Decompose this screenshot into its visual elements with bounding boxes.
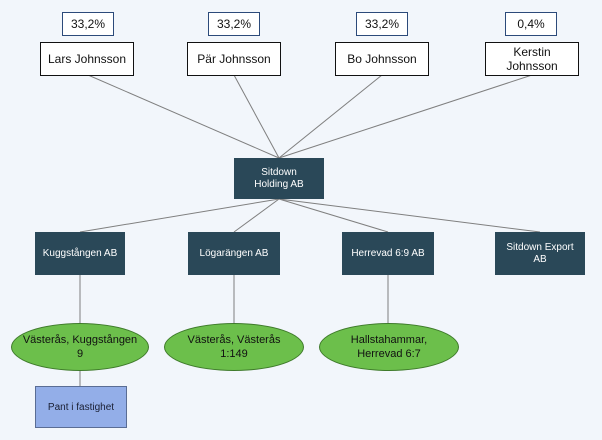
connector-owner-4: [278, 74, 533, 159]
owner-box-3: Bo Johnsson: [335, 42, 429, 76]
property-3: Hallstahammar, Herrevad 6:7: [319, 323, 459, 371]
pledge-box: Pant i fastighet: [35, 386, 127, 428]
connector-sub-4: [278, 198, 541, 233]
subsidiary-3: Herrevad 6:9 AB: [342, 232, 434, 275]
property-2: Västerås, Västerås 1:149: [164, 323, 304, 371]
owner-box-1: Lars Johnsson: [40, 42, 134, 76]
owner-box-2: Pär Johnsson: [187, 42, 281, 76]
connector-owner-3: [278, 74, 383, 159]
owner-share-2: 33,2%: [208, 12, 260, 36]
property-1: Västerås, Kuggstången 9: [11, 323, 149, 371]
subsidiary-2: Lögarängen AB: [188, 232, 280, 275]
connector-owner-2: [233, 74, 280, 159]
owner-share-1: 33,2%: [62, 12, 114, 36]
connector-sub-1: [79, 198, 280, 233]
owner-share-3: 33,2%: [356, 12, 408, 36]
subsidiary-1: Kuggstången AB: [35, 232, 125, 275]
owner-box-4: Kerstin Johnsson: [485, 42, 579, 76]
connector-sub-3: [278, 198, 389, 233]
holding-company: Sitdown Holding AB: [234, 158, 324, 199]
connector-sub-2: [233, 198, 280, 233]
subsidiary-4: Sitdown Export AB: [495, 232, 585, 275]
owner-share-4: 0,4%: [505, 12, 557, 36]
connector-owner-1: [87, 74, 280, 159]
